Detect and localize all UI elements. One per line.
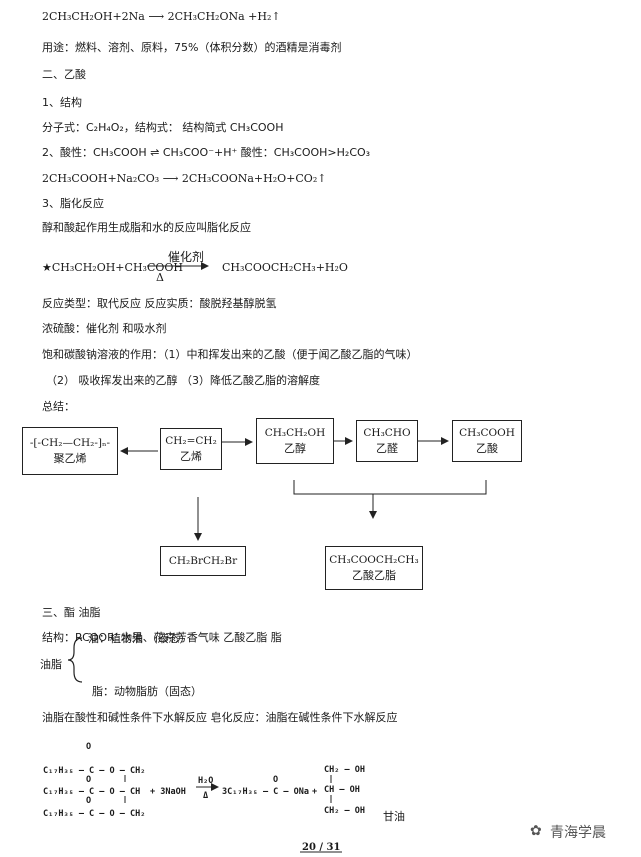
glycerol-row-1: CH₂ – OH	[324, 765, 365, 775]
ethene-name: 乙烯	[180, 450, 202, 463]
triglyceride-row-1: C₁₇H₃₅ – C – O – CH₂	[43, 766, 146, 776]
catalyst-label: 催化剂	[168, 250, 205, 264]
ethanol-formula: CH₃CH₂OH	[264, 427, 326, 439]
dibromoethane-formula: CH₂BrCH₂Br	[168, 554, 238, 567]
molecular-formula: 分子式：C₂H₄O₂，结构式： 结构简式 CH₃COOH	[42, 121, 284, 134]
bracket-ethanol-acetic	[293, 480, 487, 495]
fat-solid: 脂：动物脂肪（固态）	[92, 685, 202, 698]
carbonyl-o-1: O	[86, 742, 92, 752]
box-polyethylene: -[-CH₂—CH₂-]ₙ- 聚乙烯	[22, 427, 118, 475]
eq-ethanol-sodium: 2CH₃CH₂OH+2Na ⟶ 2CH₃CH₂ONa +H₂↑	[42, 10, 281, 23]
sodium-carbonate-role-2: （2） 吸收挥发出来的乙醇 （3）降低乙酸乙脂的溶解度	[46, 374, 320, 387]
eq-acetic-carbonate: 2CH₃COOH+Na₂CO₃ ⟶ 2CH₃COONa+H₂O+CO₂↑	[42, 172, 327, 185]
glycerol-row-2: CH – OH	[324, 785, 360, 795]
oil-fat-brace	[67, 637, 83, 683]
plus-glycerol: +	[312, 787, 318, 797]
section-ester-oil: 三、酯 油脂	[42, 606, 101, 619]
box-acetaldehyde: CH₃CHO 乙醛	[356, 420, 418, 462]
plus-naoh: + 3NaOH	[150, 787, 186, 797]
esterification-definition: 醇和酸起作用生成脂和水的反应叫脂化反应	[42, 221, 251, 234]
ethanol-name: 乙醇	[284, 442, 306, 455]
ester-products: CH₃COOCH₂CH₃+H₂O	[222, 261, 348, 274]
box-acetic-acid: CH₃COOH 乙酸	[452, 420, 522, 462]
water-label: H₂O	[198, 776, 214, 786]
soap-formula: 3C₁₇H₃₅ – C – ONa	[222, 787, 309, 797]
saponification-delta: Δ	[203, 791, 209, 801]
ethanol-uses: 用途：燃料、溶剂、原料，75%（体积分数）的酒精是消毒剂	[42, 41, 342, 54]
carbonyl-o-3: O	[86, 796, 92, 806]
hydrolysis-line: 油脂在酸性和碱性条件下水解反应 皂化反应：油脂在碱性条件下水解反应	[42, 711, 398, 724]
heat-delta: Δ	[156, 271, 164, 284]
box-ethene: CH₂=CH₂ 乙烯	[160, 428, 222, 470]
polyethylene-formula: -[-CH₂—CH₂-]ₙ-	[29, 437, 111, 449]
triglyceride-row-3: C₁₇H₃₅ – C – O – CH₂	[43, 809, 146, 819]
box-ethanol: CH₃CH₂OH 乙醇	[256, 418, 334, 464]
polyethylene-name: 聚乙烯	[53, 452, 87, 465]
glycerol-label: 甘油	[383, 810, 405, 823]
oil-liquid: 油：植物油 （液态）	[88, 632, 191, 645]
box-dibromoethane: CH₂BrCH₂Br	[160, 546, 246, 576]
ester-structure: 结构：RCOOR′ 水果、花卉芳香气味 乙酸乙脂 脂	[42, 631, 282, 644]
acetaldehyde-formula: CH₃CHO	[363, 427, 411, 439]
acetic-acid-formula: CH₃COOH	[459, 427, 515, 439]
page-number: 20 / 31	[302, 842, 341, 853]
ethyl-acetate-name: 乙酸乙脂	[352, 569, 396, 582]
acetaldehyde-name: 乙醛	[376, 442, 398, 455]
ester-reactants: ★CH₃CH₂OH+CH₃COOH	[42, 261, 183, 274]
acetic-acid-name: 乙酸	[476, 442, 498, 455]
subsection-structure: 1、结构	[42, 96, 82, 109]
oil-fat-label: 油脂	[40, 658, 62, 671]
glycerol-row-3: CH₂ – OH	[324, 806, 365, 816]
acidity-line: 2、酸性：CH₃COOH ⇌ CH₃COO⁻+H⁺ 酸性：CH₃COOH>H₂C…	[42, 146, 371, 159]
box-ethyl-acetate: CH₃COOCH₂CH₃ 乙酸乙脂	[325, 546, 423, 590]
watermark-text: 青海学晨	[550, 825, 606, 841]
reaction-type: 反应类型：取代反应 反应实质：酸脱羟基醇脱氢	[42, 297, 277, 310]
ethene-formula: CH₂=CH₂	[165, 435, 217, 447]
soap-carbonyl-o: O	[273, 775, 279, 785]
section-acetic-acid: 二、乙酸	[42, 68, 86, 81]
carbonyl-o-2: O	[86, 775, 92, 785]
wechat-icon: ✿	[530, 823, 542, 839]
ethyl-acetate-formula: CH₃COOCH₂CH₃	[329, 554, 419, 566]
subsection-esterification: 3、脂化反应	[42, 197, 104, 210]
triglyceride-row-2: C₁₇H₃₅ – C – O – CH	[43, 787, 141, 797]
summary-label: 总结：	[42, 400, 75, 413]
sodium-carbonate-role: 饱和碳酸钠溶液的作用：（1）中和挥发出来的乙酸（便于闻乙酸乙脂的气味）	[42, 348, 418, 361]
sulfuric-acid-role: 浓硫酸：催化剂 和吸水剂	[42, 322, 167, 335]
